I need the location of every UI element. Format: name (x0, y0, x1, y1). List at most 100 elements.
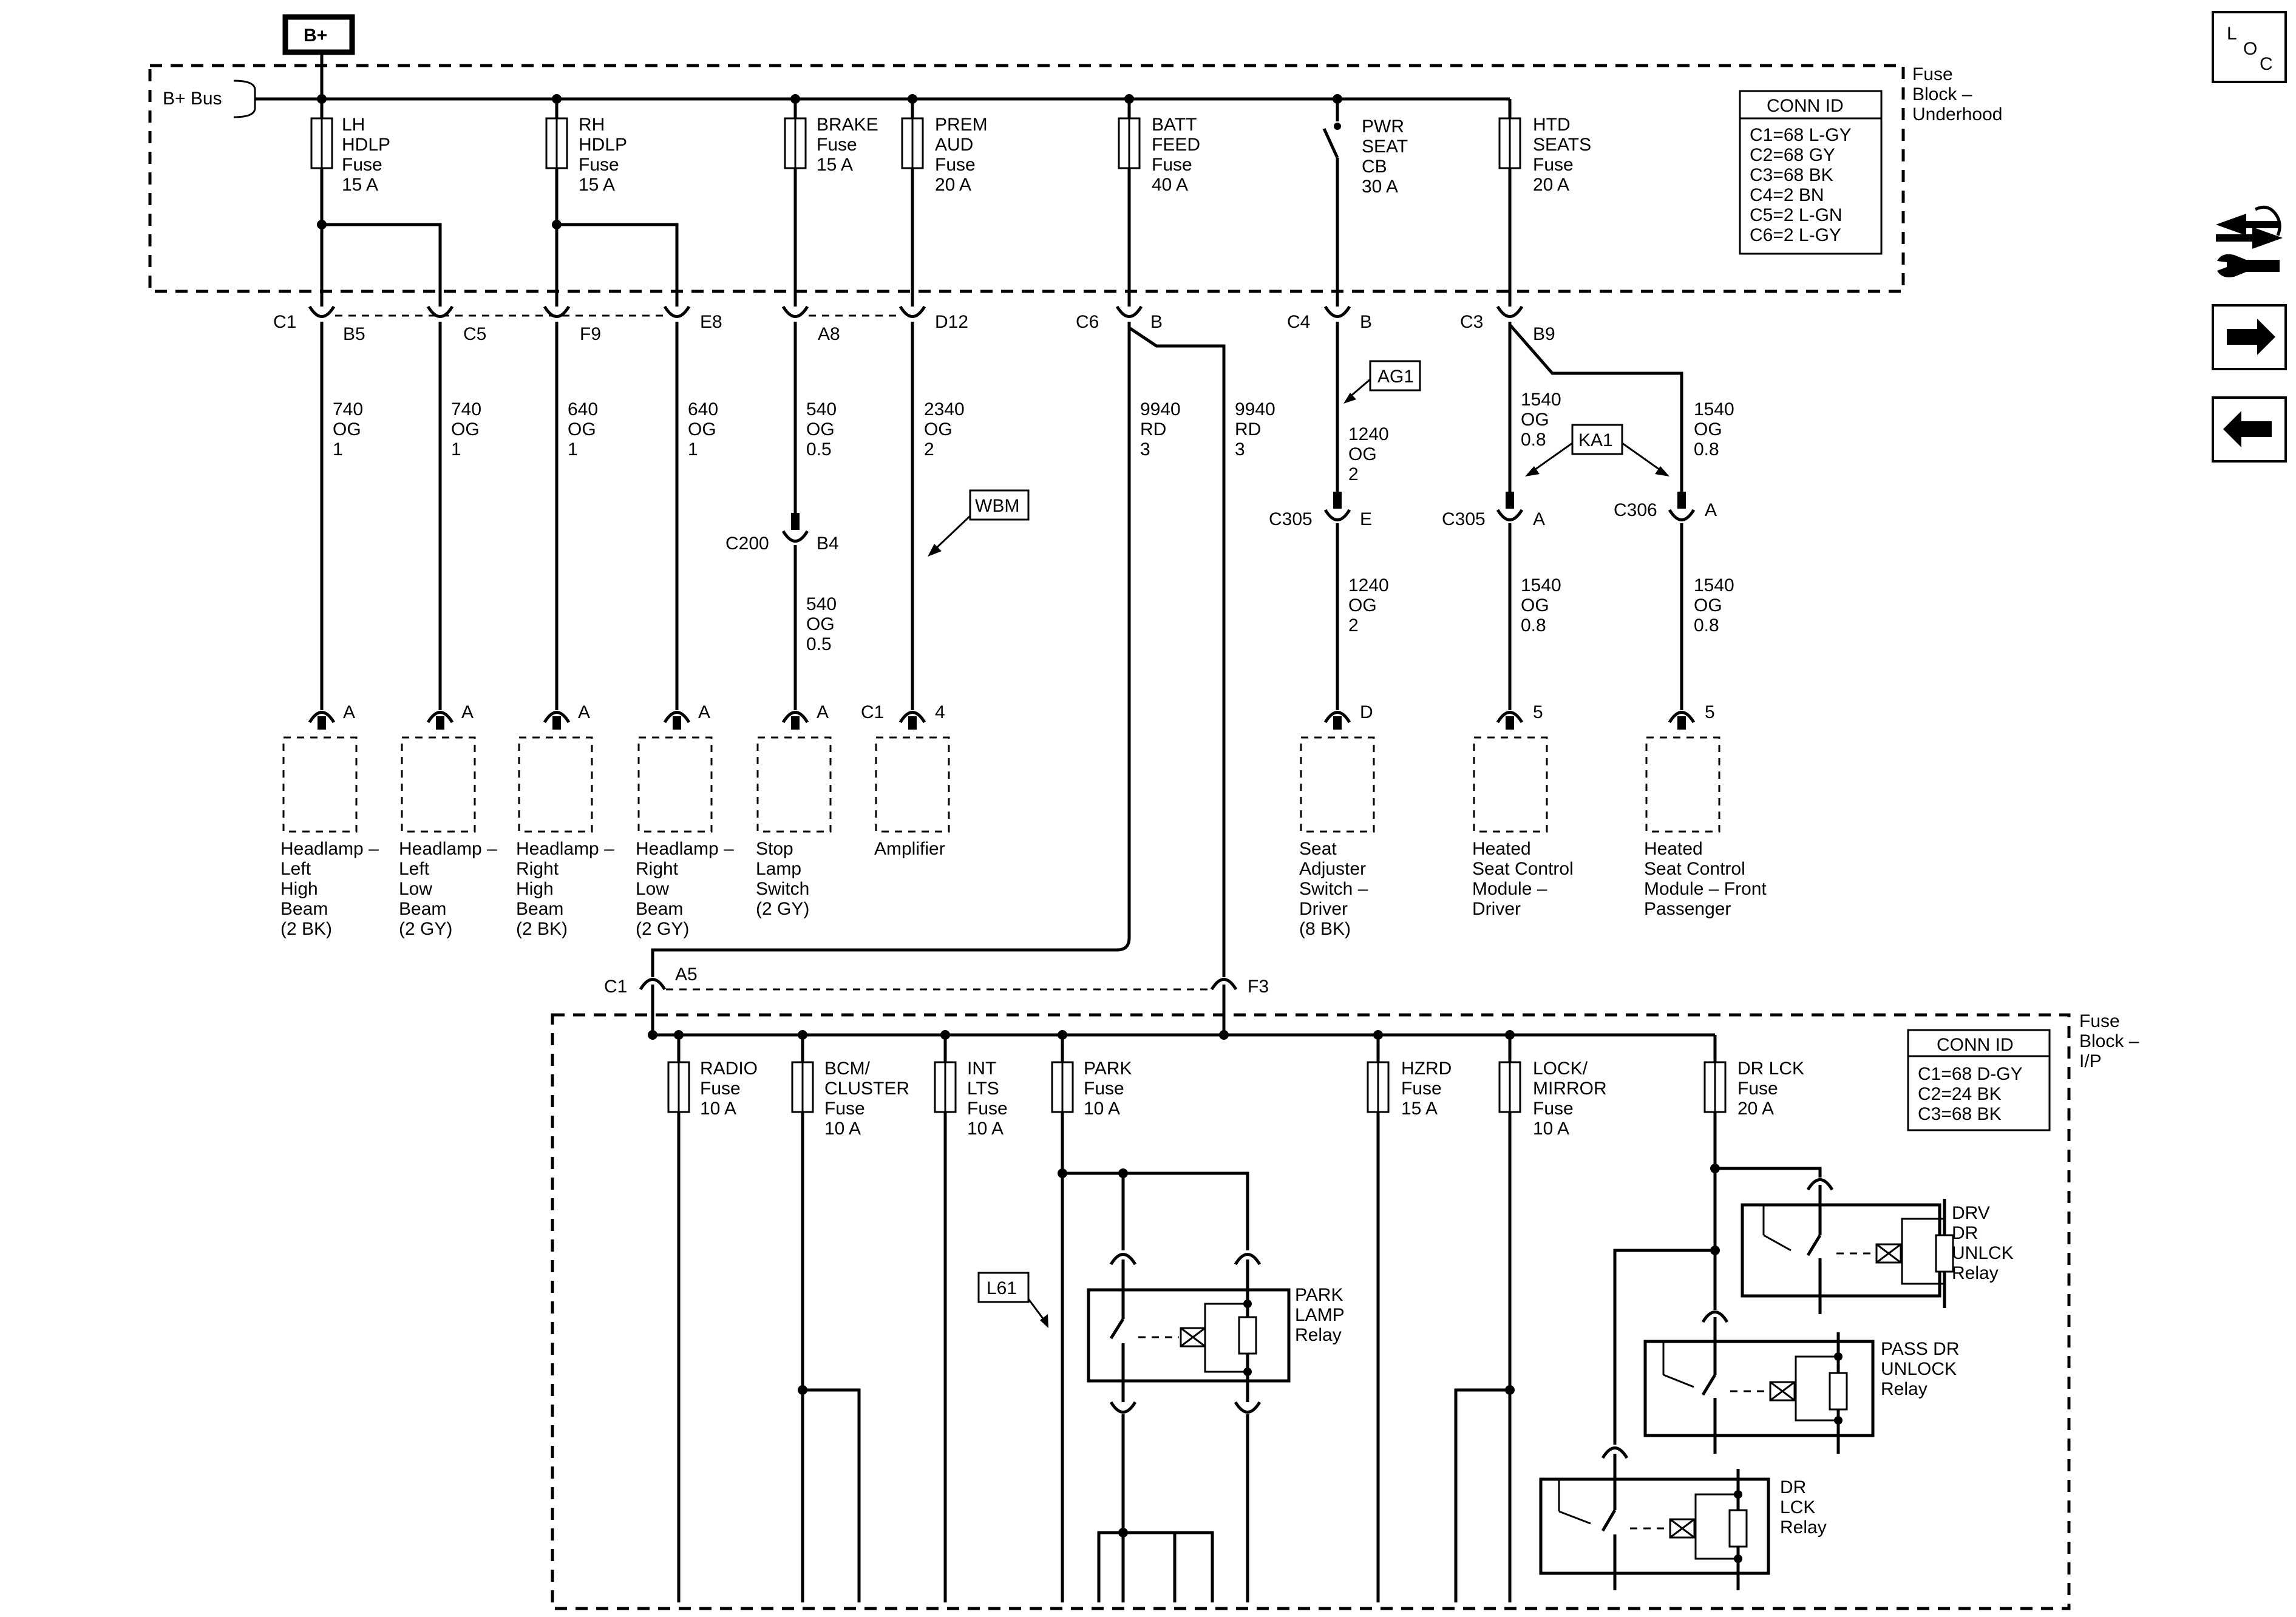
svg-text:LTS: LTS (967, 1079, 999, 1099)
svg-text:C3=68 BK: C3=68 BK (1918, 1104, 2002, 1124)
svg-text:Headlamp –: Headlamp – (516, 839, 614, 859)
component-amplifier: C1 4 Amplifier (861, 702, 950, 859)
svg-text:AUD: AUD (935, 135, 973, 155)
svg-text:BRAKE: BRAKE (817, 115, 878, 135)
svg-text:20 A: 20 A (1533, 175, 1569, 195)
svg-text:B+ Bus: B+ Bus (163, 89, 222, 109)
svg-text:15 A: 15 A (342, 175, 378, 195)
svg-text:HTD: HTD (1533, 115, 1571, 135)
svg-text:740: 740 (451, 399, 481, 419)
location-button[interactable]: L O C (2212, 11, 2287, 83)
svg-text:Seat: Seat (1299, 839, 1337, 859)
svg-text:C2=24 BK: C2=24 BK (1918, 1084, 2002, 1104)
svg-text:Seat Control: Seat Control (1472, 859, 1574, 879)
svg-text:MIRROR: MIRROR (1533, 1079, 1607, 1099)
svg-text:A: A (578, 702, 590, 722)
svg-text:Right: Right (516, 859, 559, 879)
underhood-conn-id-table: CONN ID C1=68 L-GY C2=68 GY C3=68 BK C4=… (1739, 90, 1883, 255)
svg-text:(2 BK): (2 BK) (516, 919, 568, 939)
svg-text:PARK: PARK (1295, 1285, 1343, 1305)
svg-text:A: A (461, 702, 474, 722)
svg-text:HDLP: HDLP (579, 135, 627, 155)
svg-text:CONN ID: CONN ID (1937, 1035, 2014, 1055)
svg-text:L: L (2227, 24, 2237, 44)
svg-text:LCK: LCK (1780, 1497, 1815, 1517)
svg-text:DR: DR (1952, 1223, 1978, 1243)
svg-text:RH: RH (579, 115, 605, 135)
svg-text:(2 GY): (2 GY) (636, 919, 689, 939)
svg-text:15 A: 15 A (1401, 1099, 1438, 1119)
next-page-button[interactable] (2212, 304, 2287, 370)
svg-text:0.8: 0.8 (1694, 439, 1719, 459)
svg-text:BCM/: BCM/ (824, 1059, 871, 1079)
svg-text:(2 BK): (2 BK) (280, 919, 332, 939)
svg-text:C1: C1 (861, 702, 884, 722)
svg-text:1540: 1540 (1521, 575, 1561, 595)
svg-text:OG: OG (1521, 410, 1549, 430)
svg-text:B5: B5 (343, 324, 365, 344)
svg-text:Fuse: Fuse (579, 155, 619, 175)
svg-text:Fuse: Fuse (1533, 155, 1574, 175)
fuse-prem-aud: PREM AUD Fuse 20 A (901, 99, 988, 307)
component-heated-seat-driver: 5 Heated Seat Control Module – Driver (1472, 702, 1574, 919)
svg-text:OG: OG (924, 419, 953, 439)
b-plus-terminal: B+ (282, 14, 355, 55)
svg-text:9940: 9940 (1235, 399, 1275, 419)
svg-text:20 A: 20 A (1737, 1099, 1774, 1119)
option-ag1-callout: AG1 (1343, 360, 1421, 404)
previous-page-button[interactable] (2212, 396, 2287, 463)
svg-text:10 A: 10 A (824, 1119, 861, 1139)
svg-text:540: 540 (806, 594, 837, 614)
svg-text:Headlamp –: Headlamp – (399, 839, 497, 859)
svg-text:A: A (698, 702, 710, 722)
svg-text:OG: OG (333, 419, 361, 439)
ip-conn-id-table: CONN ID C1=68 D-GY C2=24 BK C3=68 BK (1907, 1029, 2051, 1131)
svg-text:PWR: PWR (1362, 117, 1404, 137)
b-plus-bus: B+ Bus (163, 80, 1510, 118)
svg-text:10 A: 10 A (700, 1099, 736, 1119)
svg-text:Fuse: Fuse (824, 1099, 865, 1119)
svg-text:High: High (516, 879, 554, 899)
svg-text:DR LCK: DR LCK (1737, 1059, 1804, 1079)
svg-text:2: 2 (1348, 464, 1359, 484)
svg-text:PREM: PREM (935, 115, 988, 135)
svg-text:740: 740 (333, 399, 363, 419)
svg-text:OG: OG (806, 614, 835, 634)
svg-text:(2 GY): (2 GY) (756, 899, 809, 919)
svg-text:C1: C1 (273, 312, 296, 332)
svg-text:Low: Low (636, 879, 669, 899)
svg-text:15 A: 15 A (579, 175, 615, 195)
svg-text:UNLCK: UNLCK (1952, 1243, 2014, 1263)
fuse-rh-hdlp: RH HDLP Fuse 15 A (545, 99, 627, 307)
svg-text:PARK: PARK (1084, 1059, 1132, 1079)
fuse-htd-seats: HTD SEATS Fuse 20 A (1498, 99, 1591, 307)
fuse-hzrd: HZRD Fuse 15 A (1367, 1035, 1452, 1602)
component-heated-seat-passenger: 5 Heated Seat Control Module – Front Pas… (1644, 702, 1767, 919)
connector-tool-icon[interactable] (2216, 205, 2283, 277)
underhood-fuse-block-label: Fuse Block – Underhood (1912, 64, 2002, 124)
svg-text:Fuse: Fuse (1533, 1099, 1574, 1119)
relay-pass-dr-unlock: PASS DR UNLOCK Relay (1643, 1310, 1959, 1454)
svg-text:Fuse: Fuse (967, 1099, 1008, 1119)
svg-text:UNLOCK: UNLOCK (1881, 1359, 1957, 1379)
fuse-bcm-cluster: BCM/ CLUSTER Fuse 10 A (791, 1035, 909, 1602)
svg-text:Headlamp –: Headlamp – (280, 839, 379, 859)
svg-text:RD: RD (1235, 419, 1261, 439)
svg-text:Stop: Stop (756, 839, 793, 859)
svg-text:Underhood: Underhood (1912, 104, 2002, 124)
underhood-fuse-block-outline (148, 64, 1905, 293)
svg-text:5: 5 (1533, 702, 1543, 722)
svg-text:Seat Control: Seat Control (1644, 859, 1745, 879)
svg-text:Module –: Module – (1472, 879, 1547, 899)
svg-text:D: D (1360, 702, 1373, 722)
relay-dr-lck: DR LCK Relay (1539, 1446, 1827, 1590)
svg-text:HZRD: HZRD (1401, 1059, 1452, 1079)
svg-text:SEAT: SEAT (1362, 137, 1408, 157)
svg-text:C1=68 D-GY: C1=68 D-GY (1918, 1064, 2023, 1084)
svg-text:B4: B4 (817, 534, 839, 554)
svg-text:40 A: 40 A (1152, 175, 1188, 195)
svg-text:OG: OG (568, 419, 596, 439)
svg-text:Relay: Relay (1295, 1325, 1342, 1345)
ip-connectors: C1 A5 F3 (604, 964, 1269, 997)
svg-text:C306: C306 (1614, 500, 1657, 520)
